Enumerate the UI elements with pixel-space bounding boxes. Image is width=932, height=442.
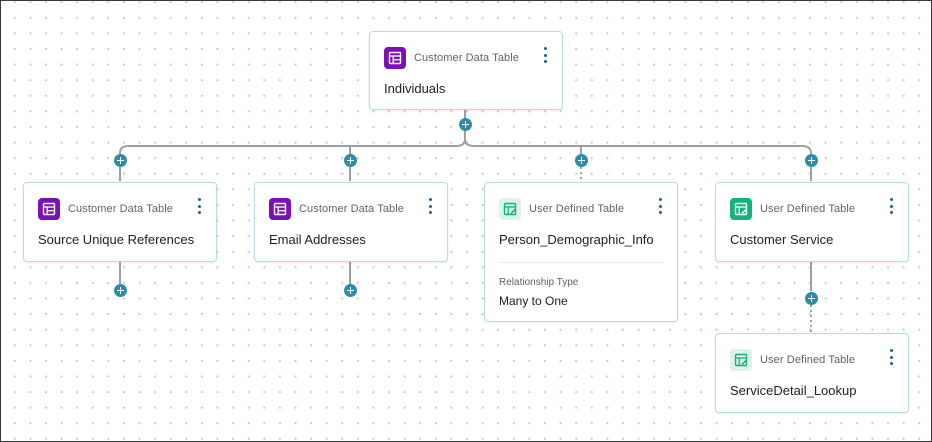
node-card-customer-service[interactable]: User Defined Table Customer Service (715, 182, 909, 262)
node-card-individuals[interactable]: Customer Data Table Individuals (369, 31, 563, 110)
relationship-type-label: Relationship Type (499, 277, 579, 288)
table-edit-icon (499, 198, 521, 220)
node-header: User Defined Table (730, 198, 855, 220)
node-card-email-addresses[interactable]: Customer Data Table Email Addresses (254, 182, 448, 262)
add-node-source-refs-parent-button[interactable] (114, 154, 127, 167)
add-child-customer-service-button[interactable] (805, 292, 818, 305)
node-type-label: User Defined Table (529, 203, 625, 215)
add-node-email-parent-button[interactable] (344, 154, 357, 167)
card-divider (499, 262, 663, 263)
node-name: Source Unique References (38, 232, 195, 247)
table-icon (269, 198, 291, 220)
node-header: Customer Data Table (384, 47, 519, 69)
vertical-ellipsis-icon[interactable] (656, 198, 664, 214)
node-card-source-unique-references[interactable]: Customer Data Table Source Unique Refere… (23, 182, 217, 262)
add-child-source-refs-button[interactable] (114, 284, 127, 297)
table-icon (384, 47, 406, 69)
node-card-service-detail-lookup[interactable]: User Defined Table ServiceDetail_Lookup (715, 333, 909, 413)
node-name: ServiceDetail_Lookup (730, 383, 857, 398)
node-type-label: Customer Data Table (414, 52, 520, 64)
add-child-email-button[interactable] (344, 284, 357, 297)
node-name: Email Addresses (269, 232, 366, 247)
vertical-ellipsis-icon[interactable] (195, 198, 203, 214)
node-type-label: User Defined Table (760, 354, 856, 366)
add-relationship-root-button[interactable] (459, 118, 472, 131)
node-header: Customer Data Table (38, 198, 173, 220)
node-card-person-demographic-info[interactable]: User Defined Table Person_Demographic_In… (484, 182, 678, 322)
vertical-ellipsis-icon[interactable] (541, 47, 549, 63)
vertical-ellipsis-icon[interactable] (426, 198, 434, 214)
node-header: Customer Data Table (269, 198, 404, 220)
relationship-type-value: Many to One (499, 294, 568, 308)
node-header: User Defined Table (499, 198, 624, 220)
connector-right-branch (464, 138, 812, 159)
node-name: Customer Service (730, 232, 834, 247)
vertical-ellipsis-icon[interactable] (887, 349, 895, 365)
node-type-label: Customer Data Table (299, 203, 405, 215)
node-name: Person_Demographic_Info (499, 232, 654, 247)
add-node-customer-service-parent-button[interactable] (805, 154, 818, 167)
add-node-demographic-parent-button[interactable] (575, 154, 588, 167)
node-type-label: User Defined Table (760, 203, 856, 215)
node-name: Individuals (384, 81, 446, 96)
vertical-ellipsis-icon[interactable] (887, 198, 895, 214)
table-edit-icon (730, 198, 752, 220)
connector-left-branch (119, 138, 466, 159)
node-type-label: Customer Data Table (68, 203, 174, 215)
table-icon (38, 198, 60, 220)
node-header: User Defined Table (730, 349, 855, 371)
table-edit-icon (730, 349, 752, 371)
